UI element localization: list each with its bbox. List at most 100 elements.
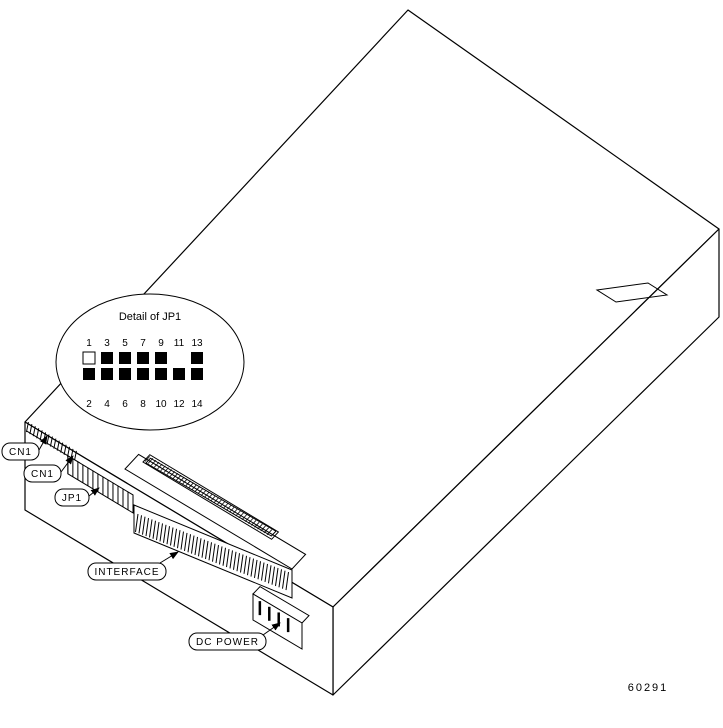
slot-contact-tick [163, 467, 169, 474]
cn1-b-leader-line [60, 455, 74, 473]
interface-connector [124, 453, 307, 599]
interface-pin-tick [226, 549, 230, 568]
jp1-jumper-squares [82, 351, 203, 380]
interface-pin-tick [198, 538, 202, 557]
slot-contact-tick [241, 514, 248, 521]
pin-tick [56, 440, 60, 451]
pin-tick [32, 426, 36, 437]
interface-slot-outer [142, 454, 280, 540]
slot-contact-tick [232, 508, 238, 515]
jumper-square-filled [101, 352, 113, 364]
figure-number: 60291 [628, 682, 669, 694]
interface-pin-tick [247, 557, 251, 576]
even-pin-number: 10 [155, 399, 167, 410]
interface-label-box [87, 562, 167, 581]
dc-power-connector [252, 585, 310, 650]
interface-leader-line [159, 551, 179, 564]
interface-pin-tick [159, 523, 163, 542]
interface-pins [135, 513, 289, 591]
cn1-b-label: CN1 [31, 469, 54, 480]
dc-power-pins [258, 601, 290, 633]
slot-contact-tick [144, 456, 151, 462]
interface-notch-face [124, 453, 307, 570]
odd-pin-number: 3 [104, 338, 110, 349]
slot-contact-tick [226, 504, 232, 511]
slot-contact-tick [251, 520, 257, 526]
interface-pin-tick [268, 565, 272, 584]
detail-title: Detail of JP1 [119, 311, 181, 323]
interface-pin-tick [205, 540, 209, 560]
interface-pin-tick [208, 542, 212, 561]
interface-pin-tick [152, 520, 156, 539]
interface-pin-tick [142, 516, 146, 535]
slot-contact-tick [216, 499, 223, 506]
interface-pin-tick [187, 534, 191, 553]
slot-contact-tick [182, 478, 188, 485]
jumper-square-filled [155, 352, 167, 364]
jumper-square-filled [155, 368, 167, 380]
cn1-a-leader-line [38, 435, 48, 451]
interface-slot-contacts [144, 456, 273, 536]
slot-contact-tick [222, 503, 229, 509]
interface-pin-tick [257, 561, 261, 580]
interface-label: INTERFACE [94, 567, 159, 578]
jumper-square-filled [119, 352, 131, 364]
interface-pin-tick [215, 544, 219, 564]
jumper-square-filled [83, 368, 95, 380]
pin-tick [49, 436, 53, 447]
interface-pin-tick [170, 527, 174, 546]
interface-pin-tick [184, 532, 188, 551]
pin-tick [67, 446, 71, 457]
interface-pin-tick [201, 539, 205, 558]
pin-tick [29, 424, 33, 435]
interface-pin-tick [177, 530, 181, 549]
case-step-notch [595, 282, 669, 303]
interface-pin-tick [180, 531, 184, 550]
cn1-a-label: CN1 [9, 447, 32, 458]
even-pin-number: 6 [122, 399, 128, 410]
interface-pin-tick [138, 515, 142, 534]
slot-contact-tick [235, 510, 241, 517]
jumper-square-filled [101, 368, 113, 380]
jp1-jumper-block [67, 454, 134, 514]
odd-pin-number: 13 [191, 338, 203, 349]
interface-pin-tick [194, 536, 198, 556]
interface-pin-tick [166, 526, 170, 545]
interface-pin-tick [254, 559, 258, 578]
slot-contact-tick [172, 473, 179, 479]
callout-labels: CN1 CN1 JP1 INTERFACE DC POWER [1, 435, 281, 651]
interface-pin-tick [285, 571, 289, 591]
interface-pin-tick [261, 562, 265, 581]
slot-contact-tick [204, 491, 210, 498]
cn1-b-label-box [23, 464, 62, 483]
odd-pin-number: 5 [122, 338, 128, 349]
slot-contact-tick [213, 497, 219, 504]
slot-contact-tick [179, 476, 185, 483]
interface-pin-tick [145, 517, 149, 537]
slot-contact-tick [247, 518, 254, 524]
odd-pin-number: 11 [174, 338, 185, 349]
jumper-square-filled [137, 368, 149, 380]
cn1-a-label-box [1, 442, 40, 461]
slot-contact-tick [188, 482, 194, 489]
pin-tick [73, 450, 77, 461]
jumper-square-filled [137, 352, 149, 364]
pin-tick [53, 438, 57, 449]
jumper-square-filled [119, 368, 131, 380]
slot-contact-tick [263, 527, 269, 534]
slot-contact-tick [260, 525, 266, 532]
even-pin-number: 8 [140, 399, 146, 410]
even-pin-number: 12 [173, 399, 185, 410]
interface-pin-tick [282, 570, 286, 589]
interface-pin-tick [149, 519, 153, 538]
slot-contact-tick [219, 501, 226, 507]
interface-pin-tick [278, 569, 282, 588]
interface-pin-tick [135, 513, 139, 533]
odd-pin-number: 9 [158, 338, 164, 349]
slot-contact-tick [266, 529, 273, 536]
interface-pin-tick [212, 543, 216, 562]
slot-contact-tick [229, 506, 235, 513]
